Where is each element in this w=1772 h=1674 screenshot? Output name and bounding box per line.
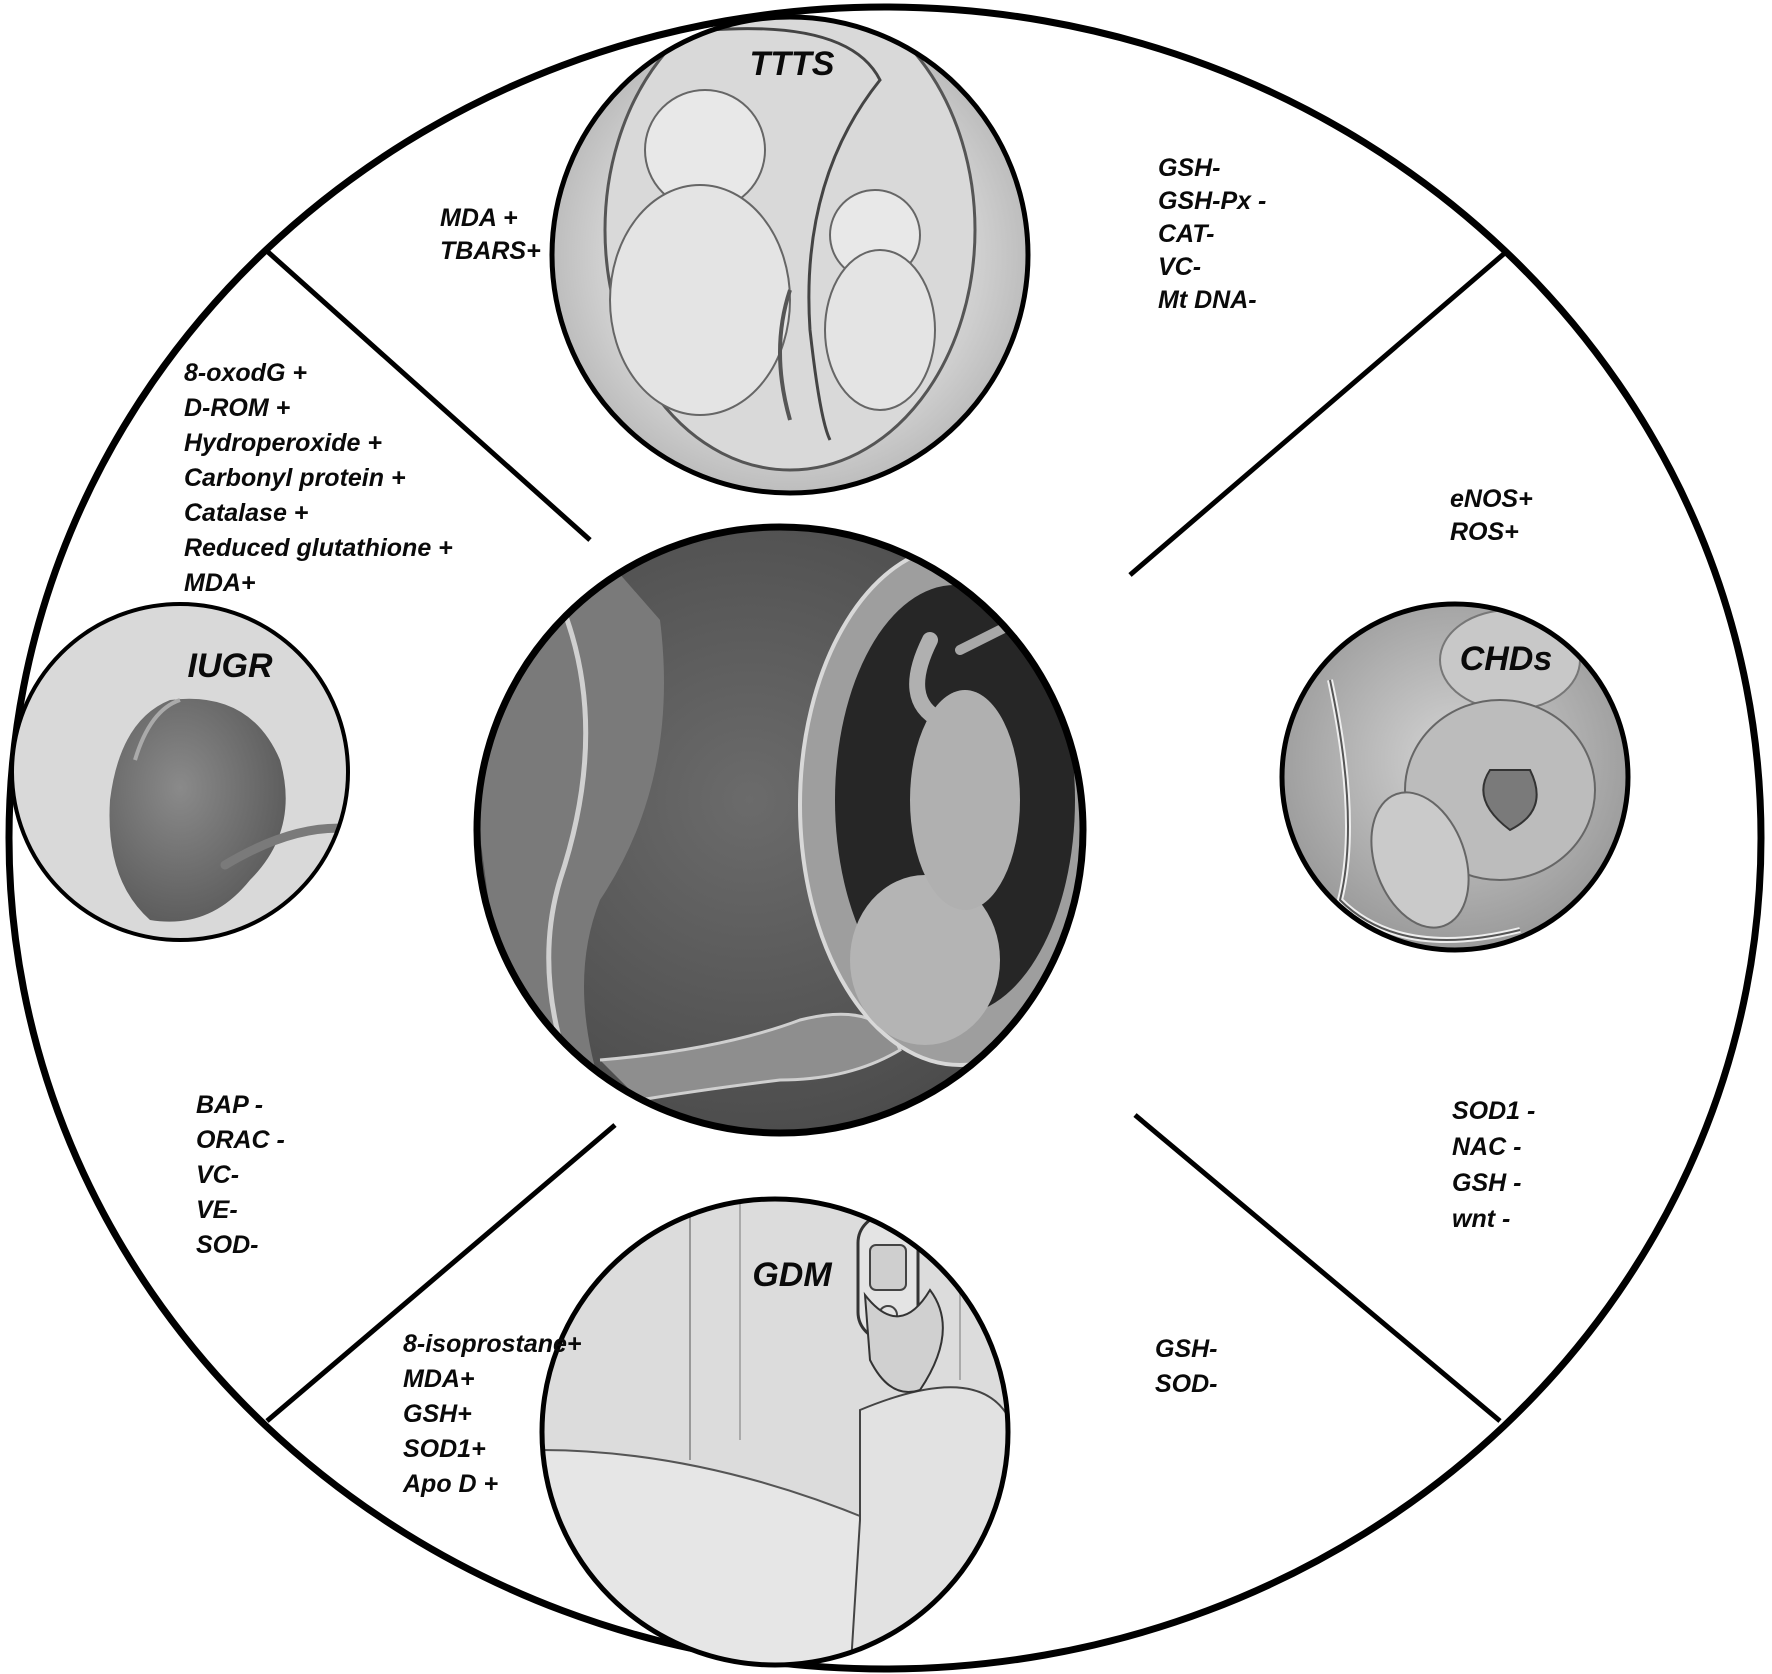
gdm-label: GDM (752, 1256, 832, 1294)
divider-bottom-right (1133, 1113, 1502, 1423)
marker-item: NAC - (1452, 1133, 1522, 1161)
gdm-circle: GDM (539, 1196, 1011, 1668)
chds-markers-decreased: SOD1 - NAC - GSH - wnt - (1452, 1093, 1535, 1237)
iugr-label: IUGR (188, 647, 273, 685)
marker-item: MDA + (440, 204, 518, 232)
divider-top-left (266, 250, 592, 542)
marker-item: Catalase + (184, 499, 309, 527)
marker-item: CAT- (1158, 220, 1215, 248)
divider-top-right (1128, 250, 1508, 577)
marker-item: Apo D + (403, 1470, 499, 1498)
marker-item: GSH - (1452, 1169, 1522, 1197)
iugr-circle: IUGR (10, 602, 350, 942)
ttts-markers-decreased: GSH- GSH-Px - CAT- VC- Mt DNA- (1158, 152, 1266, 317)
iugr-markers-increased: 8-oxodG + D-ROM + Hydroperoxide + Carbon… (184, 356, 453, 601)
marker-item: Reduced glutathione + (184, 534, 453, 562)
marker-item: VC- (196, 1161, 240, 1189)
marker-item: Mt DNA- (1158, 286, 1257, 314)
marker-item: TBARS+ (440, 237, 541, 265)
marker-item: Carbonyl protein + (184, 464, 406, 492)
marker-item: GSH+ (403, 1400, 472, 1428)
ttts-markers-increased: MDA + TBARS+ (440, 202, 541, 268)
ttts-label: TTTS (750, 45, 835, 83)
divider-bottom-left (265, 1123, 617, 1423)
marker-item: VE- (196, 1196, 238, 1224)
center-circle (473, 523, 1087, 1137)
marker-item: SOD1+ (403, 1435, 486, 1463)
twin-fetuses-illustration (603, 17, 977, 472)
marker-item: GSH- (1158, 154, 1221, 182)
marker-item: SOD1 - (1452, 1097, 1536, 1125)
marker-item: SOD- (1155, 1370, 1218, 1398)
marker-item: MDA+ (403, 1365, 475, 1393)
marker-item: 8-oxodG + (184, 359, 307, 387)
marker-item: BAP - (196, 1091, 264, 1119)
iugr-markers-decreased: BAP - ORAC - VC- VE- SOD- (196, 1088, 285, 1263)
gdm-markers-increased: 8-isoprostane+ MDA+ GSH+ SOD1+ Apo D + (403, 1327, 582, 1502)
chds-label: CHDs (1460, 640, 1553, 678)
marker-item: Hydroperoxide + (184, 429, 382, 457)
chds-markers-increased: eNOS+ ROS+ (1450, 483, 1533, 549)
marker-item: GSH- (1155, 1335, 1218, 1363)
marker-item: eNOS+ (1450, 485, 1533, 513)
divider-lines (265, 250, 1508, 1423)
marker-item: wnt - (1452, 1205, 1511, 1233)
marker-item: ROS+ (1450, 518, 1519, 546)
gdm-markers-decreased: GSH- SOD- (1155, 1332, 1218, 1402)
marker-item: MDA+ (184, 569, 256, 597)
marker-item: D-ROM + (184, 394, 291, 422)
marker-item: GSH-Px - (1158, 187, 1267, 215)
marker-item: 8-isoprostane+ (403, 1330, 582, 1358)
chds-circle: CHDs (1279, 601, 1631, 953)
marker-item: VC- (1158, 253, 1202, 281)
marker-item: ORAC - (196, 1126, 285, 1154)
ttts-circle: TTTS (549, 14, 1031, 496)
marker-item: SOD- (196, 1231, 259, 1259)
glucose-meter-illustration (542, 1199, 1008, 1665)
